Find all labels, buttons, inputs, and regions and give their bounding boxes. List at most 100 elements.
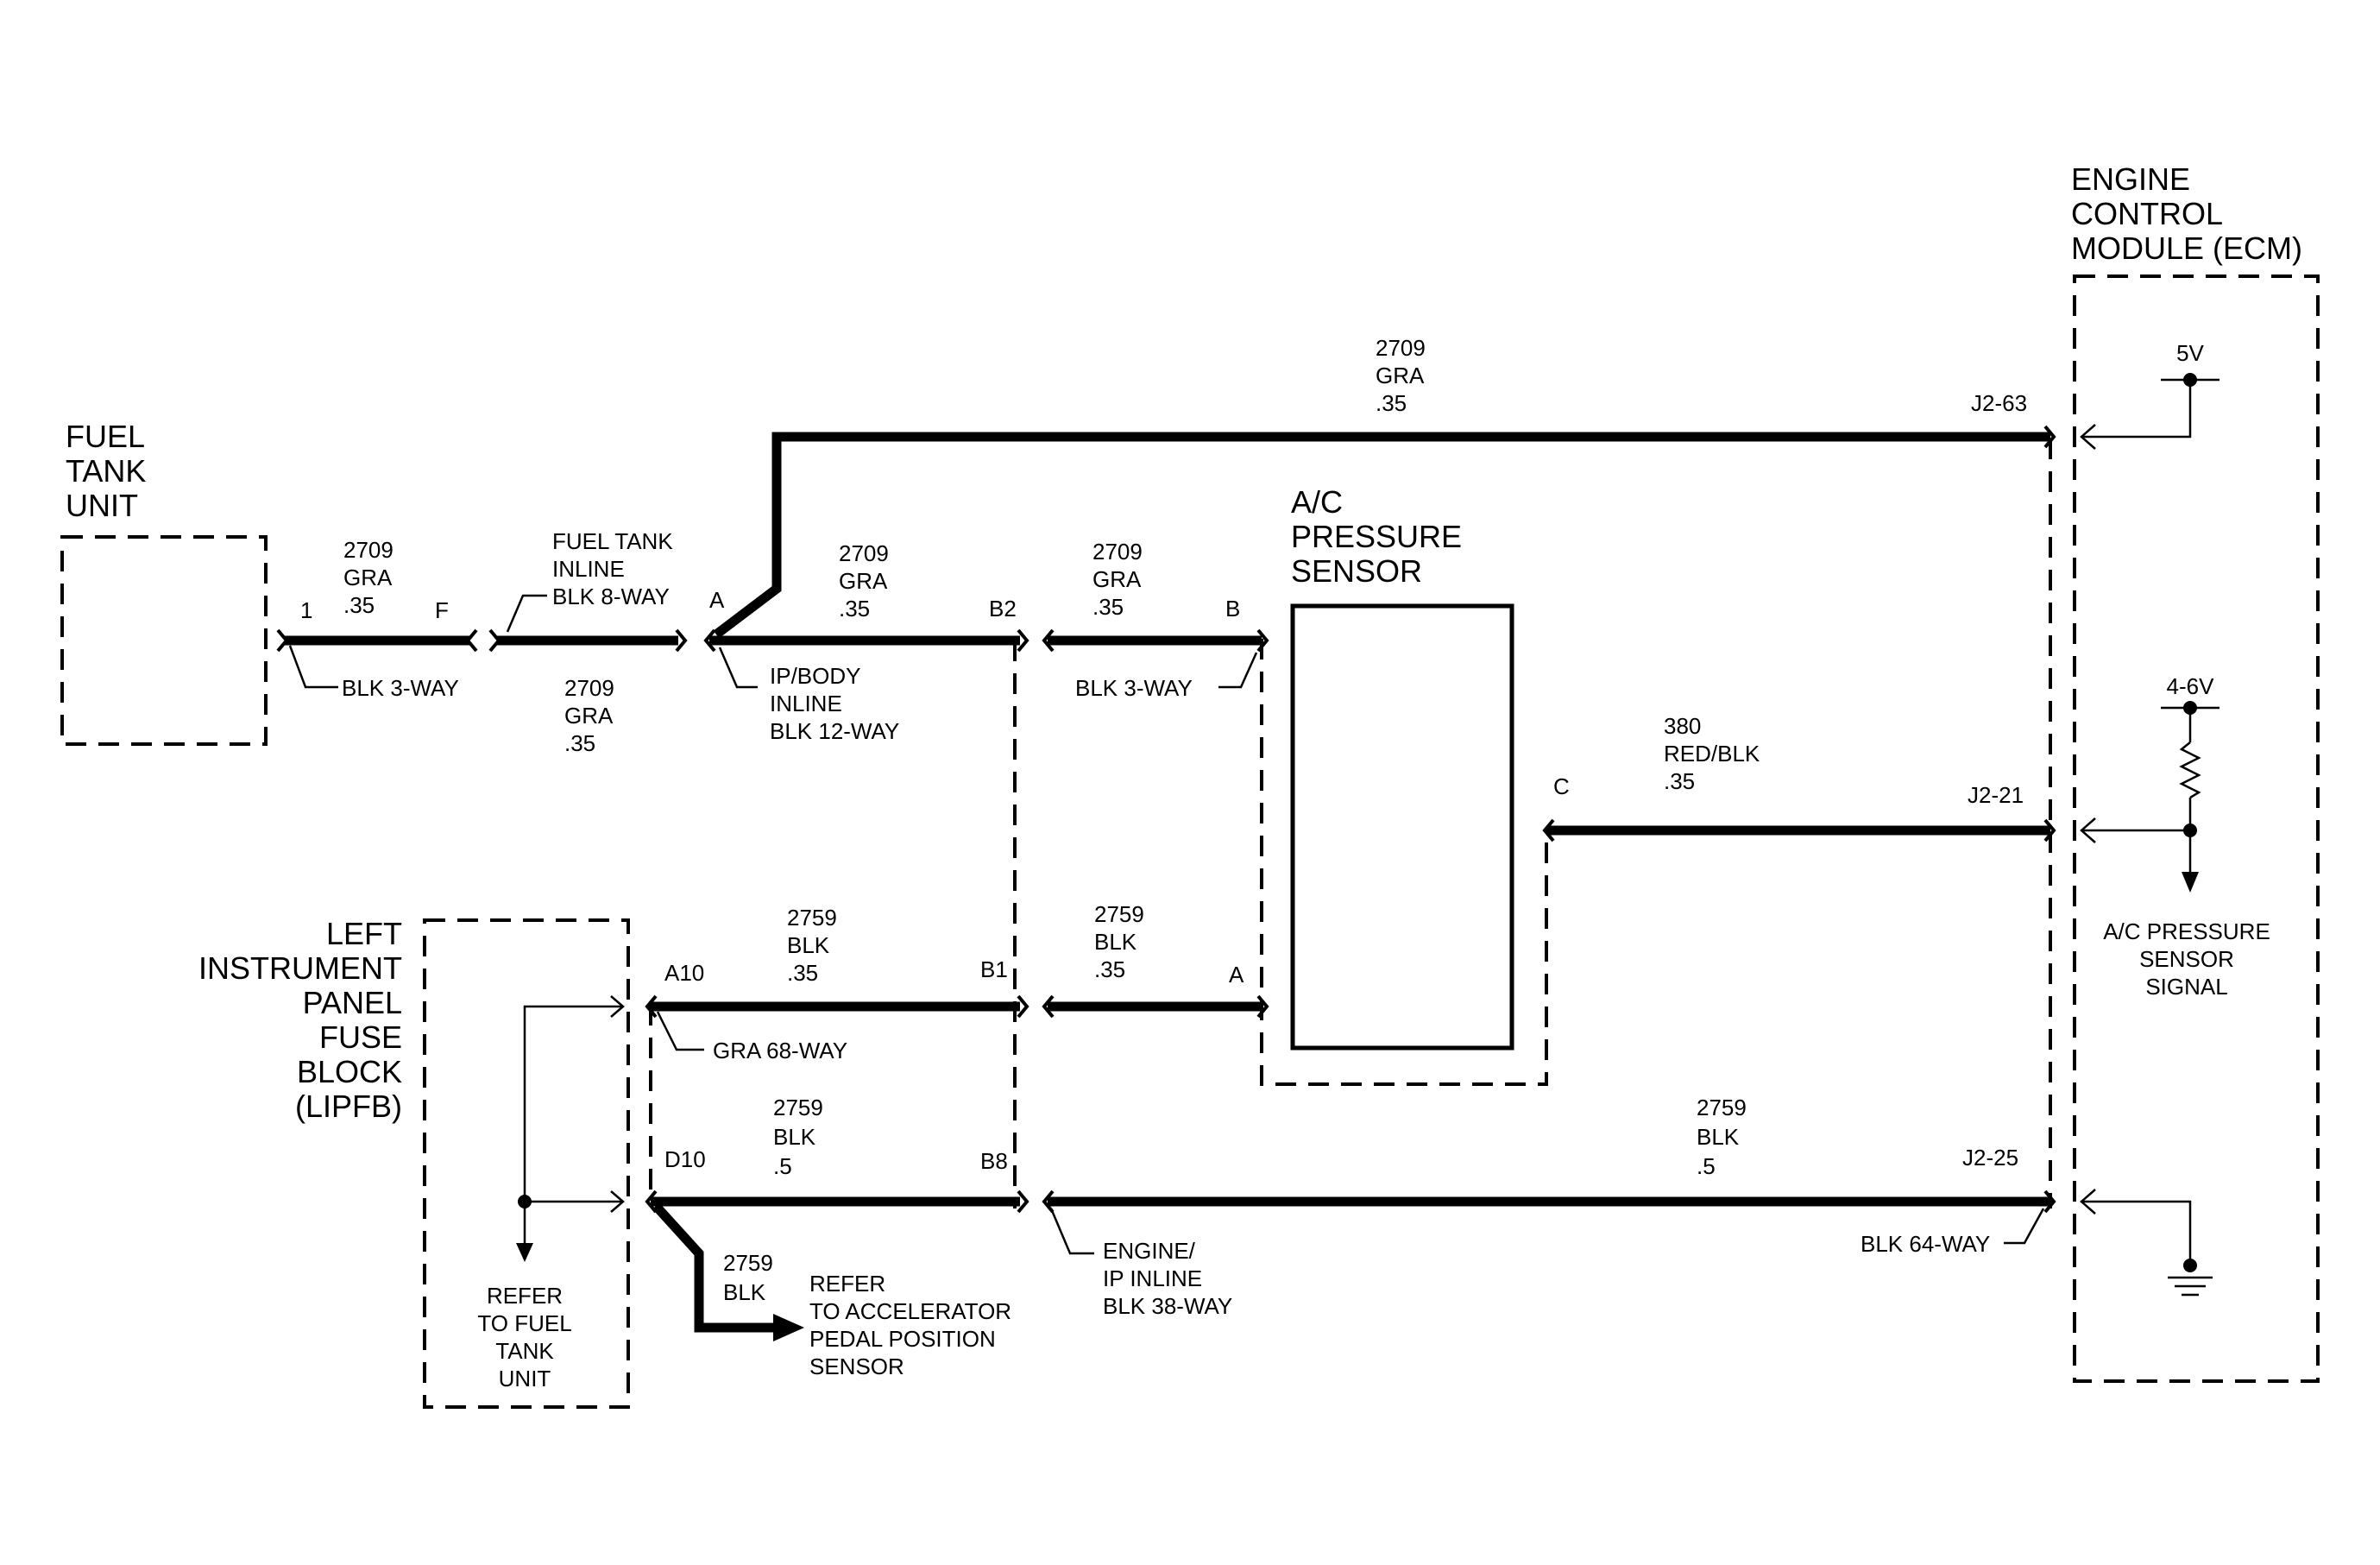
fuel-tank-unit-box xyxy=(60,535,268,746)
svg-text:5V: 5V xyxy=(2176,340,2204,366)
wire-label-w3: 2709 GRA .35 xyxy=(839,540,889,622)
connector-engine-ip-inline: ENGINE/ IP INLINE BLK 38-WAY xyxy=(1103,1238,1232,1319)
svg-text:2709: 2709 xyxy=(839,540,889,566)
svg-text:BLK: BLK xyxy=(773,1124,816,1150)
connector-ip-body-inline: IP/BODY INLINE BLK 12-WAY xyxy=(770,663,899,744)
lipfb-internal xyxy=(516,995,625,1262)
wire-label-w2: 2709 GRA .35 xyxy=(564,675,614,756)
svg-text:ENGINE/: ENGINE/ xyxy=(1103,1238,1196,1264)
ac-sensor-connector-outline xyxy=(1260,639,1548,1086)
svg-text:ENGINE: ENGINE xyxy=(2071,161,2190,197)
svg-text:RED/BLK: RED/BLK xyxy=(1664,741,1760,767)
connector-ticks xyxy=(276,425,2056,1214)
svg-text:UNIT: UNIT xyxy=(499,1366,551,1391)
wire-label-w5: 2709 GRA .35 xyxy=(1376,335,1426,416)
wire-label-w6: 380 RED/BLK .35 xyxy=(1664,713,1760,794)
svg-text:TO FUEL: TO FUEL xyxy=(477,1310,571,1336)
svg-text:BLOCK: BLOCK xyxy=(297,1054,402,1089)
svg-text:4-6V: 4-6V xyxy=(2167,673,2215,699)
svg-text:REFER: REFER xyxy=(487,1283,563,1309)
connector-blk3way-left: BLK 3-WAY xyxy=(342,675,459,701)
svg-text:.35: .35 xyxy=(1094,956,1125,982)
svg-text:C: C xyxy=(1553,773,1570,799)
svg-text:GRA: GRA xyxy=(1092,566,1142,592)
connector-gra68way: GRA 68-WAY xyxy=(713,1038,847,1063)
svg-text:BLK: BLK xyxy=(787,932,830,958)
svg-text:BLK: BLK xyxy=(723,1279,766,1305)
svg-text:IP/BODY: IP/BODY xyxy=(770,663,860,689)
ecm-box xyxy=(2073,275,2320,1383)
svg-text:FUEL TANK: FUEL TANK xyxy=(552,528,673,554)
wire-label-w7: 2759 BLK .35 xyxy=(787,905,837,986)
svg-text:A10: A10 xyxy=(664,960,704,986)
svg-text:BLK: BLK xyxy=(1697,1124,1740,1150)
svg-text:.35: .35 xyxy=(1376,390,1407,416)
svg-text:A: A xyxy=(709,587,725,613)
svg-text:BLK: BLK xyxy=(1094,929,1137,955)
wire-label-w8: 2759 BLK .35 xyxy=(1094,901,1144,982)
ecm-internal xyxy=(2080,373,2219,1297)
svg-text:PRESSURE: PRESSURE xyxy=(1291,519,1462,554)
svg-text:.35: .35 xyxy=(564,730,595,756)
wire-2709-top xyxy=(713,432,2050,639)
svg-text:INLINE: INLINE xyxy=(552,556,625,582)
svg-text:2759: 2759 xyxy=(787,905,837,931)
svg-text:TANK: TANK xyxy=(495,1338,554,1364)
svg-text:A: A xyxy=(1229,962,1244,988)
svg-text:FUSE: FUSE xyxy=(319,1019,402,1055)
svg-text:.35: .35 xyxy=(343,592,375,618)
svg-text:FUEL: FUEL xyxy=(66,419,145,454)
accel-arrow-icon xyxy=(773,1314,804,1341)
ecm-title: ENGINE CONTROL MODULE (ECM) xyxy=(2071,161,2302,266)
svg-text:SENSOR: SENSOR xyxy=(2139,946,2234,972)
svg-text:.35: .35 xyxy=(839,596,870,622)
svg-text:J2-21: J2-21 xyxy=(1968,782,2024,808)
connector-blk64way: BLK 64-WAY xyxy=(1861,1231,1990,1257)
svg-text:TO ACCELERATOR: TO ACCELERATOR xyxy=(809,1298,1011,1324)
svg-text:2709: 2709 xyxy=(1092,539,1143,565)
svg-text:REFER: REFER xyxy=(809,1271,885,1297)
svg-text:BLK 38-WAY: BLK 38-WAY xyxy=(1103,1293,1232,1319)
refer-fuel-arrow-icon xyxy=(516,1243,533,1262)
svg-text:SENSOR: SENSOR xyxy=(1291,553,1422,589)
svg-text:2709: 2709 xyxy=(1376,335,1426,361)
svg-text:2709: 2709 xyxy=(564,675,614,701)
svg-text:2709: 2709 xyxy=(343,537,394,563)
svg-text:BLK 12-WAY: BLK 12-WAY xyxy=(770,718,899,744)
svg-text:2759: 2759 xyxy=(1697,1095,1747,1120)
svg-text:CONTROL: CONTROL xyxy=(2071,196,2223,231)
svg-text:2759: 2759 xyxy=(723,1250,773,1276)
wires xyxy=(285,432,2050,1333)
svg-text:PANEL: PANEL xyxy=(303,985,402,1020)
svg-text:380: 380 xyxy=(1664,713,1701,739)
connector-fuel-tank-inline: FUEL TANK INLINE BLK 8-WAY xyxy=(552,528,673,609)
svg-text:B2: B2 xyxy=(989,596,1017,622)
svg-text:D10: D10 xyxy=(664,1146,706,1172)
svg-text:J2-25: J2-25 xyxy=(1962,1145,2018,1171)
svg-text:UNIT: UNIT xyxy=(66,488,138,523)
wire-label-w4: 2709 GRA .35 xyxy=(1092,539,1143,620)
svg-text:B1: B1 xyxy=(980,956,1008,982)
svg-text:TANK: TANK xyxy=(66,453,146,489)
svg-text:1: 1 xyxy=(300,597,312,623)
signal-arrow-icon xyxy=(2182,872,2199,893)
svg-text:GRA: GRA xyxy=(839,568,888,594)
fuel-tank-unit-title: FUEL TANK UNIT xyxy=(66,419,146,523)
svg-text:GRA: GRA xyxy=(1376,363,1425,388)
connector-dash-lines xyxy=(649,439,2052,1208)
wire-label-w1: 2709 GRA .35 xyxy=(343,537,394,618)
connector-blk3way-right: BLK 3-WAY xyxy=(1075,675,1193,701)
svg-text:.35: .35 xyxy=(1664,768,1695,794)
wire-2759-accel xyxy=(652,1202,777,1333)
svg-text:A/C: A/C xyxy=(1291,484,1343,520)
svg-text:INLINE: INLINE xyxy=(770,691,842,716)
svg-text:SIGNAL: SIGNAL xyxy=(2145,974,2227,1000)
lipfb-title: LEFT INSTRUMENT PANEL FUSE BLOCK (LIPFB) xyxy=(198,916,402,1124)
svg-text:BLK 8-WAY: BLK 8-WAY xyxy=(552,584,670,609)
svg-text:.35: .35 xyxy=(1092,594,1124,620)
svg-text:2759: 2759 xyxy=(1094,901,1144,927)
svg-text:B8: B8 xyxy=(980,1148,1008,1174)
wire-label-w10: 2759 BLK .5 xyxy=(1697,1095,1747,1179)
svg-text:GRA: GRA xyxy=(343,565,393,590)
